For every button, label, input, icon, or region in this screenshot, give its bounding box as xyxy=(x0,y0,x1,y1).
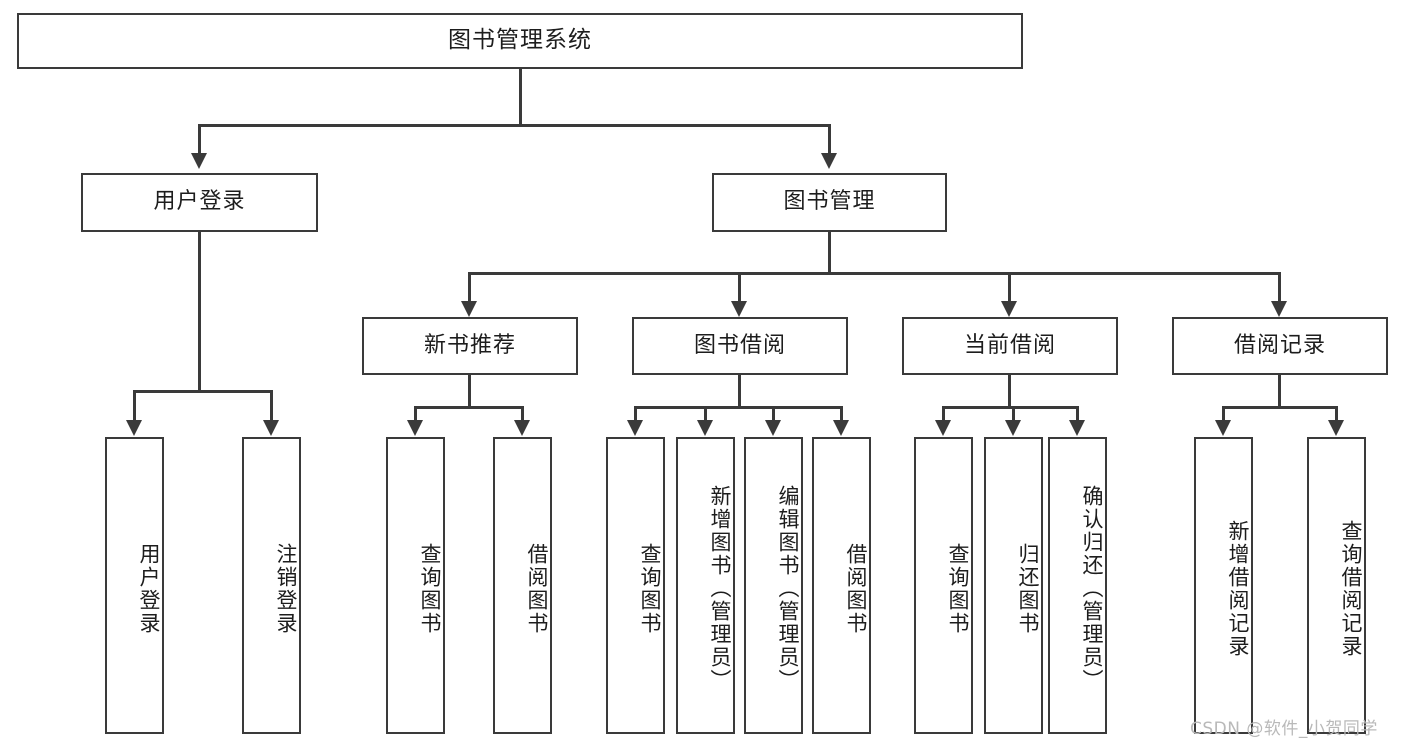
arrow-user-login-child1 xyxy=(126,420,142,436)
leaf-borrow-borrow-book[interactable]: 借阅图书 xyxy=(812,437,871,734)
node-label: 查询图书 xyxy=(418,542,442,635)
edge-user-login-stem xyxy=(198,232,201,392)
edge-borrow-records-stem xyxy=(1278,375,1281,408)
edge-user-login-child1 xyxy=(133,390,136,421)
node-label: 新增图书（管理员） xyxy=(708,485,732,692)
edge-new-book-recommend-bar xyxy=(414,406,524,409)
edge-book-borrow-stem xyxy=(738,375,741,408)
node-label: 查询图书 xyxy=(638,542,662,635)
leaf-current-confirm-return[interactable]: 确认归还（管理员） xyxy=(1048,437,1107,734)
node-label: 借阅记录 xyxy=(1233,332,1326,358)
edge-new-book-recommend-child1 xyxy=(414,406,417,421)
edge-new-book-recommend-child2 xyxy=(521,406,524,421)
edge-to-borrow-records xyxy=(1278,272,1281,303)
arrow-book-borrow-child1 xyxy=(627,420,643,436)
node-label: 查询借阅记录 xyxy=(1339,519,1363,658)
node-label: 当前借阅 xyxy=(963,332,1056,358)
node-book-borrow[interactable]: 图书借阅 xyxy=(632,317,848,375)
arrow-book-borrow-child3 xyxy=(765,420,781,436)
leaf-recommend-borrow-book[interactable]: 借阅图书 xyxy=(493,437,552,734)
arrow-user-login-child2 xyxy=(263,420,279,436)
watermark: CSDN @软件_小贺同学 xyxy=(1190,719,1378,739)
leaf-records-query-record[interactable]: 查询借阅记录 xyxy=(1307,437,1366,734)
arrow-new-book-recommend-child1 xyxy=(407,420,423,436)
node-book-management[interactable]: 图书管理 xyxy=(712,173,947,232)
arrow-to-current-borrow xyxy=(1001,301,1017,317)
leaf-current-return-book[interactable]: 归还图书 xyxy=(984,437,1043,734)
arrow-book-borrow-child2 xyxy=(697,420,713,436)
arrow-to-book-management xyxy=(821,153,837,169)
node-borrow-records[interactable]: 借阅记录 xyxy=(1172,317,1388,375)
edge-current-borrow-child2 xyxy=(1012,406,1015,421)
arrow-new-book-recommend-child2 xyxy=(514,420,530,436)
node-label: 借阅图书 xyxy=(844,542,868,635)
edge-user-login-bar xyxy=(133,390,270,393)
leaf-user-login[interactable]: 用户登录 xyxy=(105,437,164,734)
leaf-borrow-edit-book[interactable]: 编辑图书（管理员） xyxy=(744,437,803,734)
node-label: 归还图书 xyxy=(1016,542,1040,635)
arrow-current-borrow-child3 xyxy=(1069,420,1085,436)
leaf-borrow-add-book[interactable]: 新增图书（管理员） xyxy=(676,437,735,734)
edge-to-current-borrow xyxy=(1008,272,1011,303)
edge-current-borrow-child1 xyxy=(942,406,945,421)
node-root-book-management-system[interactable]: 图书管理系统 xyxy=(17,13,1023,69)
node-label: 图书管理系统 xyxy=(448,27,592,54)
leaf-current-query-book[interactable]: 查询图书 xyxy=(914,437,973,734)
node-label: 新书推荐 xyxy=(423,332,516,358)
leaf-logout[interactable]: 注销登录 xyxy=(242,437,301,734)
edge-to-user-login xyxy=(198,124,201,154)
node-label: 注销登录 xyxy=(274,542,298,635)
node-label: 图书管理 xyxy=(783,189,876,215)
arrow-to-new-book-recommend xyxy=(461,301,477,317)
arrow-borrow-records-child2 xyxy=(1328,420,1344,436)
edge-new-book-recommend-stem xyxy=(468,375,471,408)
arrow-to-user-login xyxy=(191,153,207,169)
edge-root-stem xyxy=(519,69,522,125)
arrow-to-borrow-records xyxy=(1271,301,1287,317)
node-label: 借阅图书 xyxy=(525,542,549,635)
leaf-records-add-record[interactable]: 新增借阅记录 xyxy=(1194,437,1253,734)
edge-book-borrow-bar xyxy=(634,406,842,409)
edge-level3-bar xyxy=(468,272,1281,275)
edge-to-book-borrow xyxy=(738,272,741,303)
node-label: 用户登录 xyxy=(137,542,161,635)
node-label: 编辑图书（管理员） xyxy=(776,485,800,692)
arrow-borrow-records-child1 xyxy=(1215,420,1231,436)
leaf-borrow-query-book[interactable]: 查询图书 xyxy=(606,437,665,734)
node-label: 确认归还（管理员） xyxy=(1080,485,1104,692)
node-current-borrow[interactable]: 当前借阅 xyxy=(902,317,1118,375)
edge-book-borrow-child2 xyxy=(704,406,707,421)
arrow-to-book-borrow xyxy=(731,301,747,317)
node-label: 用户登录 xyxy=(153,189,246,215)
edge-to-book-management xyxy=(828,124,831,154)
edge-book-borrow-child3 xyxy=(772,406,775,421)
leaf-recommend-query-book[interactable]: 查询图书 xyxy=(386,437,445,734)
edge-user-login-child2 xyxy=(270,390,273,421)
edge-book-management-stem xyxy=(828,232,831,274)
arrow-book-borrow-child4 xyxy=(833,420,849,436)
edge-borrow-records-child1 xyxy=(1222,406,1225,421)
arrow-current-borrow-child2 xyxy=(1005,420,1021,436)
edge-to-new-book-recommend xyxy=(468,272,471,303)
edge-root-bar xyxy=(198,124,831,127)
node-user-login[interactable]: 用户登录 xyxy=(81,173,318,232)
node-label: 新增借阅记录 xyxy=(1226,519,1250,658)
edge-book-borrow-child1 xyxy=(634,406,637,421)
edge-current-borrow-child3 xyxy=(1076,406,1079,421)
edge-current-borrow-bar xyxy=(942,406,1077,409)
node-label: 查询图书 xyxy=(946,542,970,635)
edge-borrow-records-child2 xyxy=(1335,406,1338,421)
edge-current-borrow-stem xyxy=(1008,375,1011,408)
node-new-book-recommend[interactable]: 新书推荐 xyxy=(362,317,578,375)
edge-book-borrow-child4 xyxy=(840,406,843,421)
node-label: 图书借阅 xyxy=(693,332,786,358)
edge-borrow-records-bar xyxy=(1222,406,1338,409)
arrow-current-borrow-child1 xyxy=(935,420,951,436)
